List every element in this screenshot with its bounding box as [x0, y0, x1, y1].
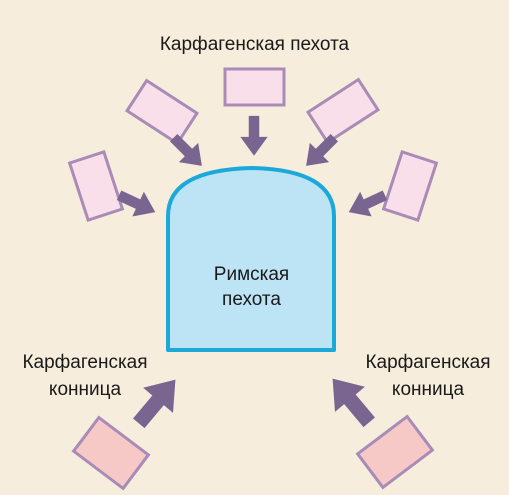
- arrow-center: [240, 115, 268, 156]
- carthaginian-cavalry-left-label: Карфагенская конница: [10, 349, 160, 403]
- roman-infantry-block: [166, 166, 336, 352]
- cavalry-left-line2: конница: [48, 379, 122, 400]
- infantry-unit-upper-left: [124, 78, 200, 146]
- infantry-unit-lower-right: [381, 150, 439, 222]
- cavalry-unit-left: [71, 415, 151, 491]
- roman-infantry-label: Римская пехота: [168, 262, 335, 312]
- arrow-lower-right: [343, 182, 391, 225]
- carthaginian-cavalry-units: [71, 414, 435, 491]
- carthaginian-cavalry-right-label: Карфагенская конница: [353, 349, 503, 403]
- infantry-unit-lower-left: [67, 150, 125, 222]
- cavalry-right-line2: конница: [391, 379, 465, 400]
- carthaginian-infantry-units: [67, 67, 439, 222]
- cavalry-unit-right: [355, 414, 435, 490]
- infantry-unit-upper-right: [305, 77, 381, 145]
- roman-infantry-label-line2: пехота: [222, 289, 281, 310]
- carthaginian-infantry-label: Карфагенская пехота: [159, 34, 350, 55]
- cavalry-right-line1: Карфагенская: [365, 352, 491, 373]
- infantry-unit-center: [223, 67, 286, 107]
- roman-infantry-label-line1: Римская: [213, 264, 290, 285]
- cavalry-left-line1: Карфагенская: [22, 352, 148, 373]
